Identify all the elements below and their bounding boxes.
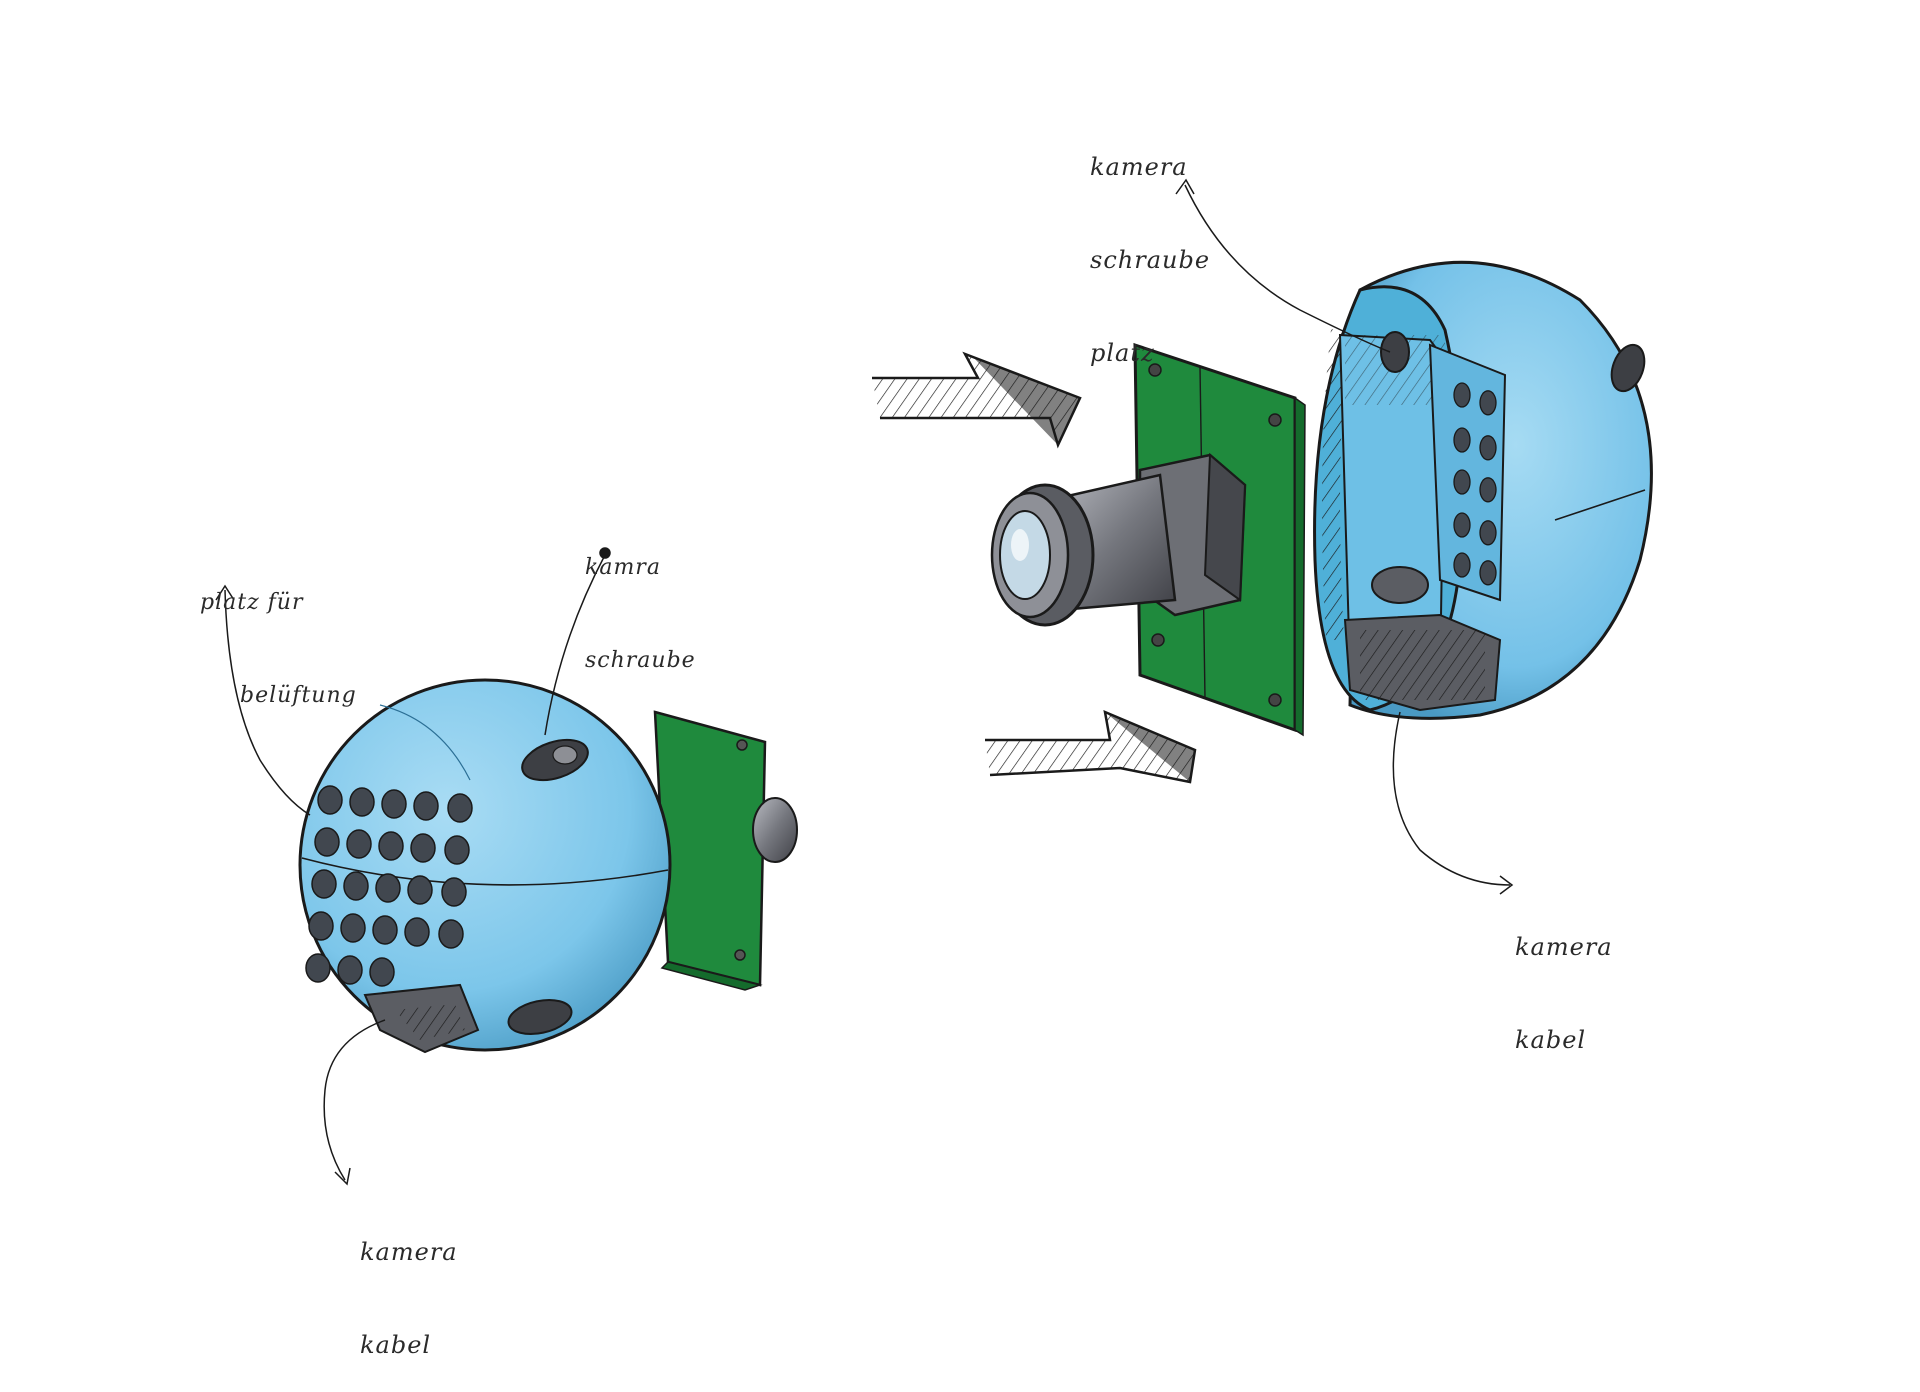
pcb-screw-icon: [1268, 693, 1282, 707]
inner-vent-hole-icon: [1453, 512, 1471, 538]
label-line: platz für: [200, 590, 304, 615]
inner-screw-boss-icon: [1380, 331, 1410, 373]
inner-vent-hole-icon: [1453, 552, 1471, 578]
label-line: schraube: [1090, 246, 1211, 274]
label-line: kamra: [585, 555, 661, 580]
inner-vent-hole-icon: [1479, 477, 1497, 503]
label-line: platz: [1090, 339, 1155, 367]
vent-hole-icon: [444, 835, 470, 865]
pcb-screw-icon: [1151, 633, 1165, 647]
vent-hole-icon: [340, 913, 366, 943]
label-line: kamera: [360, 1238, 458, 1266]
vent-hole-icon: [346, 829, 372, 859]
open-shell: [1313, 260, 1653, 720]
left-pcb-screw-icon: [736, 739, 748, 751]
left-pcb-board: [653, 710, 767, 987]
vent-hole-icon: [410, 833, 436, 863]
label-line: kabel: [360, 1331, 432, 1359]
label-line: schraube: [585, 648, 696, 673]
outer-screw-boss-icon: [1610, 343, 1646, 393]
inner-screw-boss-icon: [1371, 566, 1429, 604]
leader-lines: [215, 178, 1514, 1186]
vent-hole-icon: [407, 875, 433, 905]
vent-hole-icon: [375, 873, 401, 903]
vent-hole-icon: [372, 915, 398, 945]
pcb-screw-icon: [1268, 413, 1282, 427]
vent-hole-icon: [381, 789, 407, 819]
inner-vent-hole-icon: [1479, 435, 1497, 461]
vent-hole-icon: [343, 871, 369, 901]
arrow-bottom: [985, 709, 1197, 784]
label-line: kamera: [1090, 153, 1188, 181]
label-line: kamera: [1515, 933, 1613, 961]
label-line: belüftung: [240, 683, 357, 708]
vent-hole-icon: [349, 787, 375, 817]
vent-hole-icon: [413, 791, 439, 821]
vent-hole-icon: [305, 953, 331, 983]
arrow-top: [872, 351, 1082, 449]
label-camera-cable-left: kamera kabel: [360, 1175, 458, 1392]
vent-hole-icon: [378, 831, 404, 861]
vent-hole-icon: [308, 911, 334, 941]
vent-hole-icon: [337, 955, 363, 985]
vent-hole-icon: [314, 827, 340, 857]
vent-hole-icon: [317, 785, 343, 815]
inner-vent-hole-icon: [1479, 560, 1497, 586]
label-line: kabel: [1515, 1026, 1587, 1054]
inner-vent-hole-icon: [1453, 382, 1471, 408]
inner-vent-holes: [1453, 382, 1497, 586]
sketch-canvas: platz für belüftung kamra schraube kamer…: [200, 90, 1653, 1359]
inner-vent-hole-icon: [1479, 520, 1497, 546]
vent-hole-icon: [441, 877, 467, 907]
vent-hole-icon: [447, 793, 473, 823]
label-ventilation-space: platz für belüftung: [200, 525, 357, 742]
sketch-drawing: [215, 178, 1653, 1186]
camera-module: [990, 342, 1306, 737]
assembled-camera: [298, 678, 798, 1054]
vent-hole-icon: [369, 957, 395, 987]
inner-vent-hole-icon: [1453, 469, 1471, 495]
left-vent-holes: [305, 785, 473, 987]
inner-vent-hole-icon: [1479, 390, 1497, 416]
vent-hole-icon: [438, 919, 464, 949]
label-camera-screw-space: kamera schraube platz: [1090, 90, 1210, 400]
left-pcb-screw-icon: [734, 949, 746, 961]
left-sphere-shell: [298, 678, 672, 1052]
pcb-screw-icon: [1148, 363, 1162, 377]
vent-hole-icon: [404, 917, 430, 947]
inner-vent-hole-icon: [1453, 427, 1471, 453]
label-camera-cable-right: kamera kabel: [1515, 870, 1613, 1087]
vent-hole-icon: [311, 869, 337, 899]
left-lens-back: [752, 797, 798, 863]
label-camera-screw-left: kamra schraube: [585, 490, 696, 707]
left-screw-boss-bottom: [507, 998, 573, 1036]
